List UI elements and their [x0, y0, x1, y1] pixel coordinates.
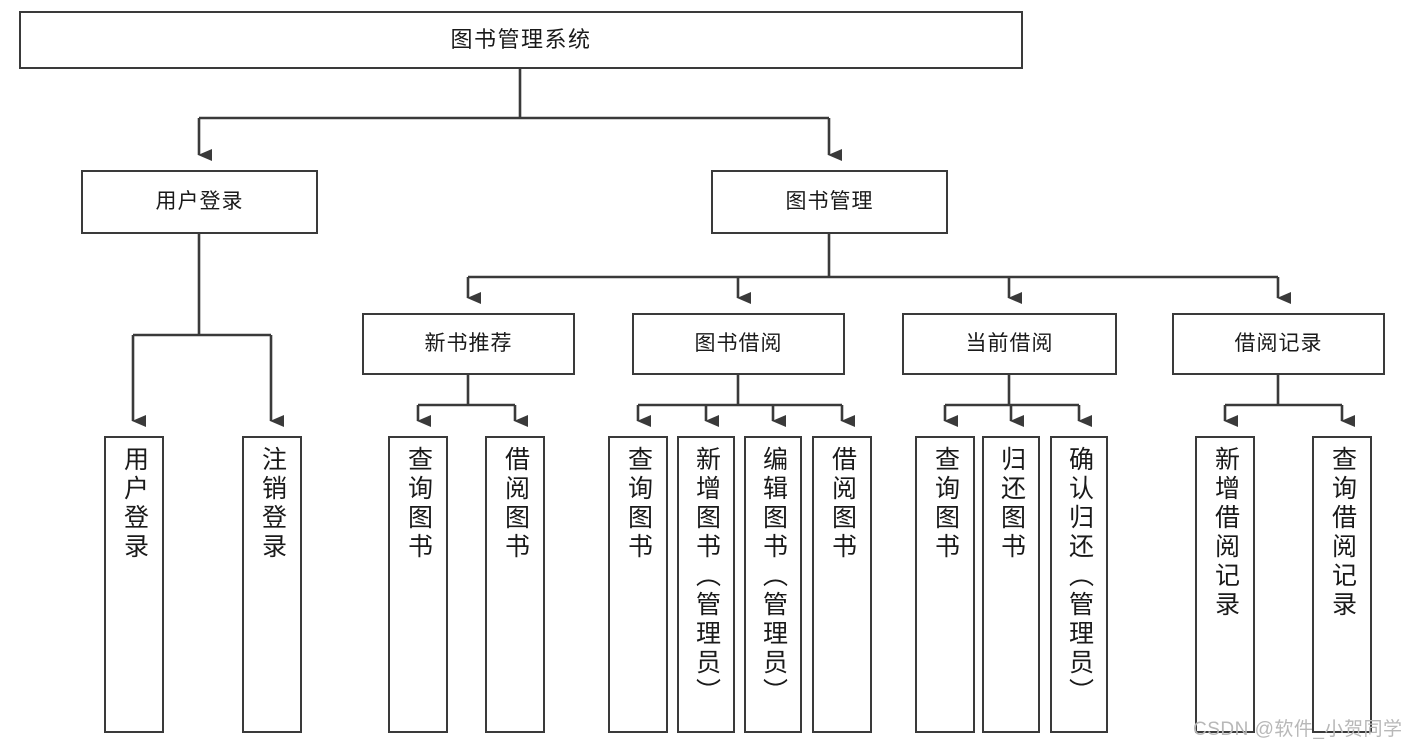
- node-leaf-borrow-book-1-label: 借阅图书: [501, 446, 530, 562]
- watermark: CSDN @软件_小贺同学: [1193, 719, 1403, 740]
- node-leaf-add-record[interactable]: 新增借阅记录: [1195, 436, 1255, 733]
- node-leaf-return-book[interactable]: 归还图书: [982, 436, 1040, 733]
- node-leaf-logout-login-label: 注销登录: [258, 446, 287, 562]
- node-leaf-return-book-label: 归还图书: [997, 446, 1026, 562]
- node-new-book-recommend-label: 新书推荐: [424, 331, 513, 355]
- node-leaf-query-book-3[interactable]: 查询图书: [915, 436, 975, 733]
- node-leaf-borrow-book-1[interactable]: 借阅图书: [485, 436, 545, 733]
- node-leaf-add-record-label: 新增借阅记录: [1211, 446, 1240, 620]
- node-leaf-user-login[interactable]: 用户登录: [104, 436, 164, 733]
- node-leaf-add-book[interactable]: 新增图书（管理员）: [677, 436, 735, 733]
- node-leaf-borrow-book-2-label: 借阅图书: [828, 446, 857, 562]
- node-borrow-record[interactable]: 借阅记录: [1172, 313, 1385, 375]
- node-leaf-query-book-3-label: 查询图书: [931, 446, 960, 562]
- node-book-manage[interactable]: 图书管理: [711, 170, 948, 234]
- node-leaf-edit-book[interactable]: 编辑图书（管理员）: [744, 436, 802, 733]
- node-new-book-recommend[interactable]: 新书推荐: [362, 313, 575, 375]
- node-leaf-query-book-2[interactable]: 查询图书: [608, 436, 668, 733]
- node-leaf-add-book-label: 新增图书（管理员）: [692, 446, 721, 707]
- node-current-borrow-label: 当前借阅: [965, 331, 1054, 355]
- node-leaf-query-book-1-label: 查询图书: [404, 446, 433, 562]
- node-leaf-borrow-book-2[interactable]: 借阅图书: [812, 436, 872, 733]
- node-root-label: 图书管理系统: [450, 27, 592, 53]
- node-leaf-edit-book-label: 编辑图书（管理员）: [759, 446, 788, 707]
- node-leaf-confirm-return-label: 确认归还（管理员）: [1065, 446, 1094, 707]
- node-current-borrow[interactable]: 当前借阅: [902, 313, 1117, 375]
- node-book-manage-label: 图书管理: [785, 189, 874, 213]
- node-root[interactable]: 图书管理系统: [19, 11, 1023, 69]
- node-leaf-query-record[interactable]: 查询借阅记录: [1312, 436, 1372, 733]
- node-leaf-query-book-2-label: 查询图书: [624, 446, 653, 562]
- node-user-login[interactable]: 用户登录: [81, 170, 318, 234]
- node-leaf-query-book-1[interactable]: 查询图书: [388, 436, 448, 733]
- node-book-borrow-label: 图书借阅: [694, 331, 783, 355]
- node-leaf-logout-login[interactable]: 注销登录: [242, 436, 302, 733]
- node-leaf-confirm-return[interactable]: 确认归还（管理员）: [1050, 436, 1108, 733]
- node-borrow-record-label: 借阅记录: [1234, 331, 1323, 355]
- node-user-login-label: 用户登录: [155, 189, 244, 213]
- node-leaf-query-record-label: 查询借阅记录: [1328, 446, 1357, 620]
- node-book-borrow[interactable]: 图书借阅: [632, 313, 845, 375]
- node-leaf-user-login-label: 用户登录: [120, 446, 149, 562]
